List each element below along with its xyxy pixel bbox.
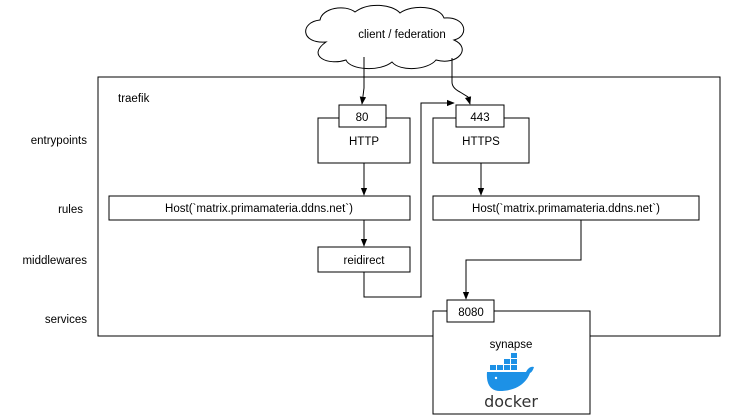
arrow-rule-to-service bbox=[462, 220, 582, 300]
entrypoint-https-port: 443 bbox=[470, 112, 489, 124]
middleware-redirect-box bbox=[317, 246, 411, 273]
rule-http-text: Host(`matrix.primamateria.ddns.net`) bbox=[165, 203, 353, 215]
layer-label-entrypoints: entrypoints bbox=[31, 135, 88, 147]
connectors bbox=[359, 57, 582, 300]
layer-label-middlewares: middlewares bbox=[22, 255, 87, 267]
entrypoint-https-port-box bbox=[455, 104, 505, 128]
rule-https-text: Host(`matrix.primamateria.ddns.net`) bbox=[472, 203, 660, 215]
rule-https-box bbox=[432, 195, 700, 221]
entrypoint-https: 443 HTTPS bbox=[432, 104, 530, 164]
middleware-redirect: reidirect bbox=[317, 246, 411, 273]
rule-http-box bbox=[108, 195, 411, 221]
docker-logo-text: docker bbox=[484, 392, 538, 411]
entrypoint-http-port: 80 bbox=[356, 112, 369, 124]
arrow-client-to-https bbox=[451, 58, 472, 105]
docker-whale-icon bbox=[486, 353, 534, 391]
rule-https: Host(`matrix.primamateria.ddns.net`) bbox=[432, 195, 700, 221]
middleware-redirect-label: reidirect bbox=[344, 255, 386, 267]
entrypoint-http-port-box bbox=[338, 104, 387, 128]
client-cloud: client / federation bbox=[305, 4, 465, 69]
entrypoint-http: 80 HTTP bbox=[317, 104, 411, 164]
arrow-client-to-http bbox=[359, 57, 367, 105]
client-cloud-label: client / federation bbox=[358, 29, 446, 41]
service-synapse: 8080 synapse docker bbox=[432, 299, 591, 415]
service-name: synapse bbox=[490, 339, 533, 351]
traefik-label: traefik bbox=[118, 93, 150, 105]
layer-label-services: services bbox=[45, 314, 87, 326]
entrypoint-https-name: HTTPS bbox=[462, 136, 500, 148]
arrow-middleware-to-https bbox=[363, 99, 455, 298]
service-port: 8080 bbox=[458, 307, 484, 319]
entrypoint-http-name: HTTP bbox=[349, 136, 379, 148]
rule-http: Host(`matrix.primamateria.ddns.net`) bbox=[108, 195, 411, 221]
layer-label-rules: rules bbox=[58, 204, 83, 216]
service-port-box bbox=[446, 299, 495, 323]
